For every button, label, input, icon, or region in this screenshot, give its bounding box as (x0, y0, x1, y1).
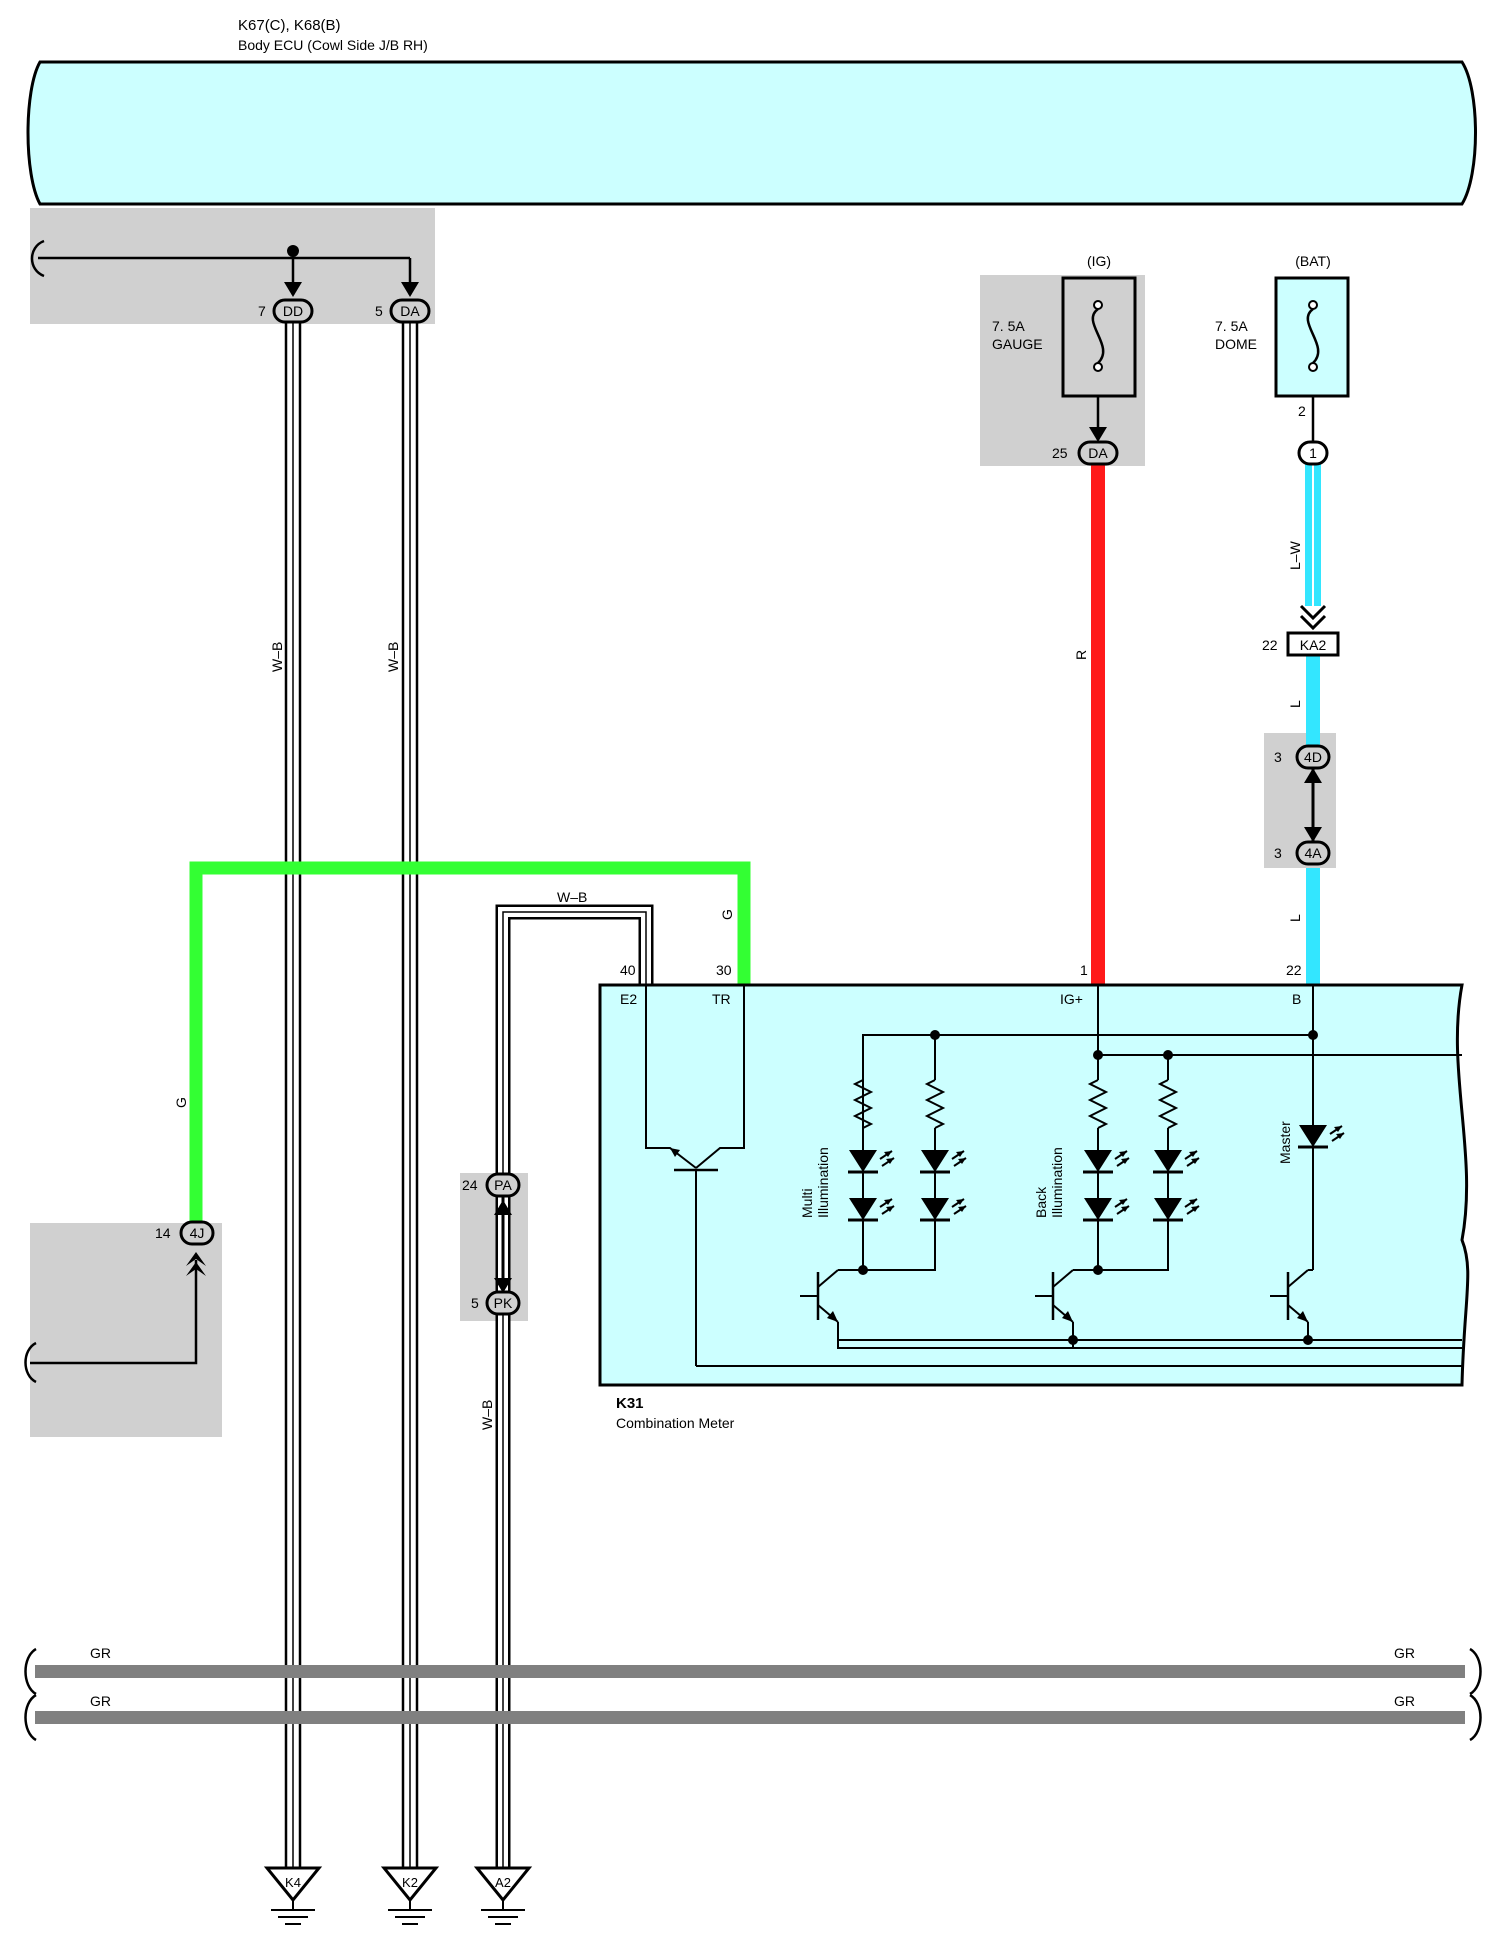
fuse-bat-pin: 2 (1298, 403, 1306, 419)
connector-pa: PA 24 (462, 1172, 521, 1198)
wire-label-l-lower: L (1287, 914, 1303, 922)
wire-label-wb-k2: W–B (385, 642, 401, 672)
ground-wire-k2 (401, 318, 419, 1872)
junction-4d-4a-link (1304, 762, 1322, 848)
gr-label-2-left: GR (90, 1693, 111, 1709)
ka2-pin: 22 (1262, 637, 1278, 653)
pa-pin: 24 (462, 1177, 478, 1193)
dd-pin: 7 (258, 303, 266, 319)
ground-wire-k4 (284, 318, 302, 1872)
conn-1-name: 1 (1309, 445, 1317, 461)
ground-a2: A2 (475, 1866, 531, 1926)
fuse-dome: (BAT) 7. 5A DOME 2 (1215, 253, 1350, 442)
fuse-ig-rating: 7. 5A (992, 318, 1025, 334)
ground-k4: K4 (265, 1866, 321, 1926)
ground-k2: K2 (382, 1866, 438, 1926)
gr-label-1-left: GR (90, 1645, 111, 1661)
gr-label-1-right: GR (1394, 1645, 1415, 1661)
4d-name: 4D (1304, 749, 1322, 765)
pin-b-num: 22 (1286, 962, 1302, 978)
4j-pin: 14 (155, 1225, 171, 1241)
pk-pin: 5 (471, 1295, 479, 1311)
ka2-name: KA2 (1300, 637, 1327, 653)
blue-wire-bat (1305, 463, 1321, 985)
connector-4j-wiring (24, 1252, 206, 1384)
gr-wires: GR GR GR GR (24, 1645, 1482, 1742)
green-wire-tr (189, 861, 751, 1225)
ig-da-pin: 25 (1052, 445, 1068, 461)
wire-label-g-left: G (173, 1097, 189, 1108)
wire-label-r: R (1073, 650, 1089, 660)
meter-name: Combination Meter (616, 1415, 735, 1431)
pin-ig-num: 1 (1080, 962, 1088, 978)
4j-name: 4J (190, 1225, 205, 1241)
pin-e2-name: E2 (620, 991, 637, 1007)
fuse-ig-supply: (IG) (1087, 253, 1111, 269)
connector-4j-area (30, 1223, 222, 1437)
ig-da-name: DA (1088, 445, 1108, 461)
4d-pin: 3 (1274, 749, 1282, 765)
multi-label-1: Multi (799, 1188, 815, 1218)
4a-pin: 3 (1274, 845, 1282, 861)
ground-wire-e2 (495, 904, 654, 1870)
da-pin: 5 (375, 303, 383, 319)
connector-4a: 4A 3 (1274, 840, 1331, 866)
meter-code: K31 (616, 1395, 644, 1412)
pin-b-name: B (1292, 991, 1301, 1007)
pa-name: PA (494, 1177, 512, 1193)
wire-label-wb-a2: W–B (479, 1400, 495, 1430)
ecu-connector-area (30, 208, 435, 324)
red-wire-ig (1091, 465, 1105, 985)
ground-k2-label: K2 (402, 1875, 418, 1890)
pin-tr-name: TR (712, 991, 731, 1007)
wire-label-g-tr: G (719, 909, 735, 920)
wire-label-lw: L–W (1287, 540, 1303, 570)
connector-pk: PK 5 (471, 1290, 521, 1316)
4a-name: 4A (1304, 845, 1322, 861)
pin-tr-num: 30 (716, 962, 732, 978)
back-label-1: Back (1033, 1186, 1049, 1218)
fuse-ig-name: GAUGE (992, 336, 1043, 352)
body-ecu: K67(C), K68(B) Body ECU (Cowl Side J/B R… (26, 17, 1477, 206)
connector-4d: 4D 3 (1274, 744, 1331, 770)
gr-label-2-right: GR (1394, 1693, 1415, 1709)
connector-ka2: KA2 22 (1262, 604, 1340, 657)
ground-a2-label: A2 (495, 1875, 511, 1890)
pin-e2-num: 40 (620, 962, 636, 978)
body-ecu-code: K67(C), K68(B) (238, 17, 341, 34)
da-name: DA (400, 303, 420, 319)
connector-da: DA 5 (375, 298, 431, 324)
pin-ig-name: IG+ (1060, 991, 1083, 1007)
fuse-bat-supply: (BAT) (1295, 253, 1331, 269)
wire-label-wb-k4: W–B (269, 642, 285, 672)
wire-label-wb-e2: W–B (557, 889, 587, 905)
fuse-bat-rating: 7. 5A (1215, 318, 1248, 334)
master-label: Master (1277, 1121, 1293, 1164)
wire-label-l-upper: L (1287, 700, 1303, 708)
dd-name: DD (283, 303, 303, 319)
connector-ig-da: DA 25 (1052, 440, 1119, 466)
fuse-bat-name: DOME (1215, 336, 1257, 352)
connector-1: 1 (1297, 440, 1329, 466)
multi-label-2: Illumination (815, 1147, 831, 1218)
back-label-2: Illumination (1049, 1147, 1065, 1218)
body-ecu-name: Body ECU (Cowl Side J/B RH) (238, 37, 428, 53)
ground-k4-label: K4 (285, 1875, 301, 1890)
pa-pk-link (494, 1195, 512, 1300)
fuse-gauge: (IG) 7. 5A GAUGE (992, 253, 1137, 442)
connector-4j: 4J 14 (155, 1220, 215, 1246)
connector-dd: DD 7 (258, 298, 314, 324)
combination-meter: K31 Combination Meter 40 30 1 22 E2 TR I… (598, 962, 1470, 1431)
pk-name: PK (494, 1295, 513, 1311)
ecu-internal-wiring (30, 239, 419, 297)
